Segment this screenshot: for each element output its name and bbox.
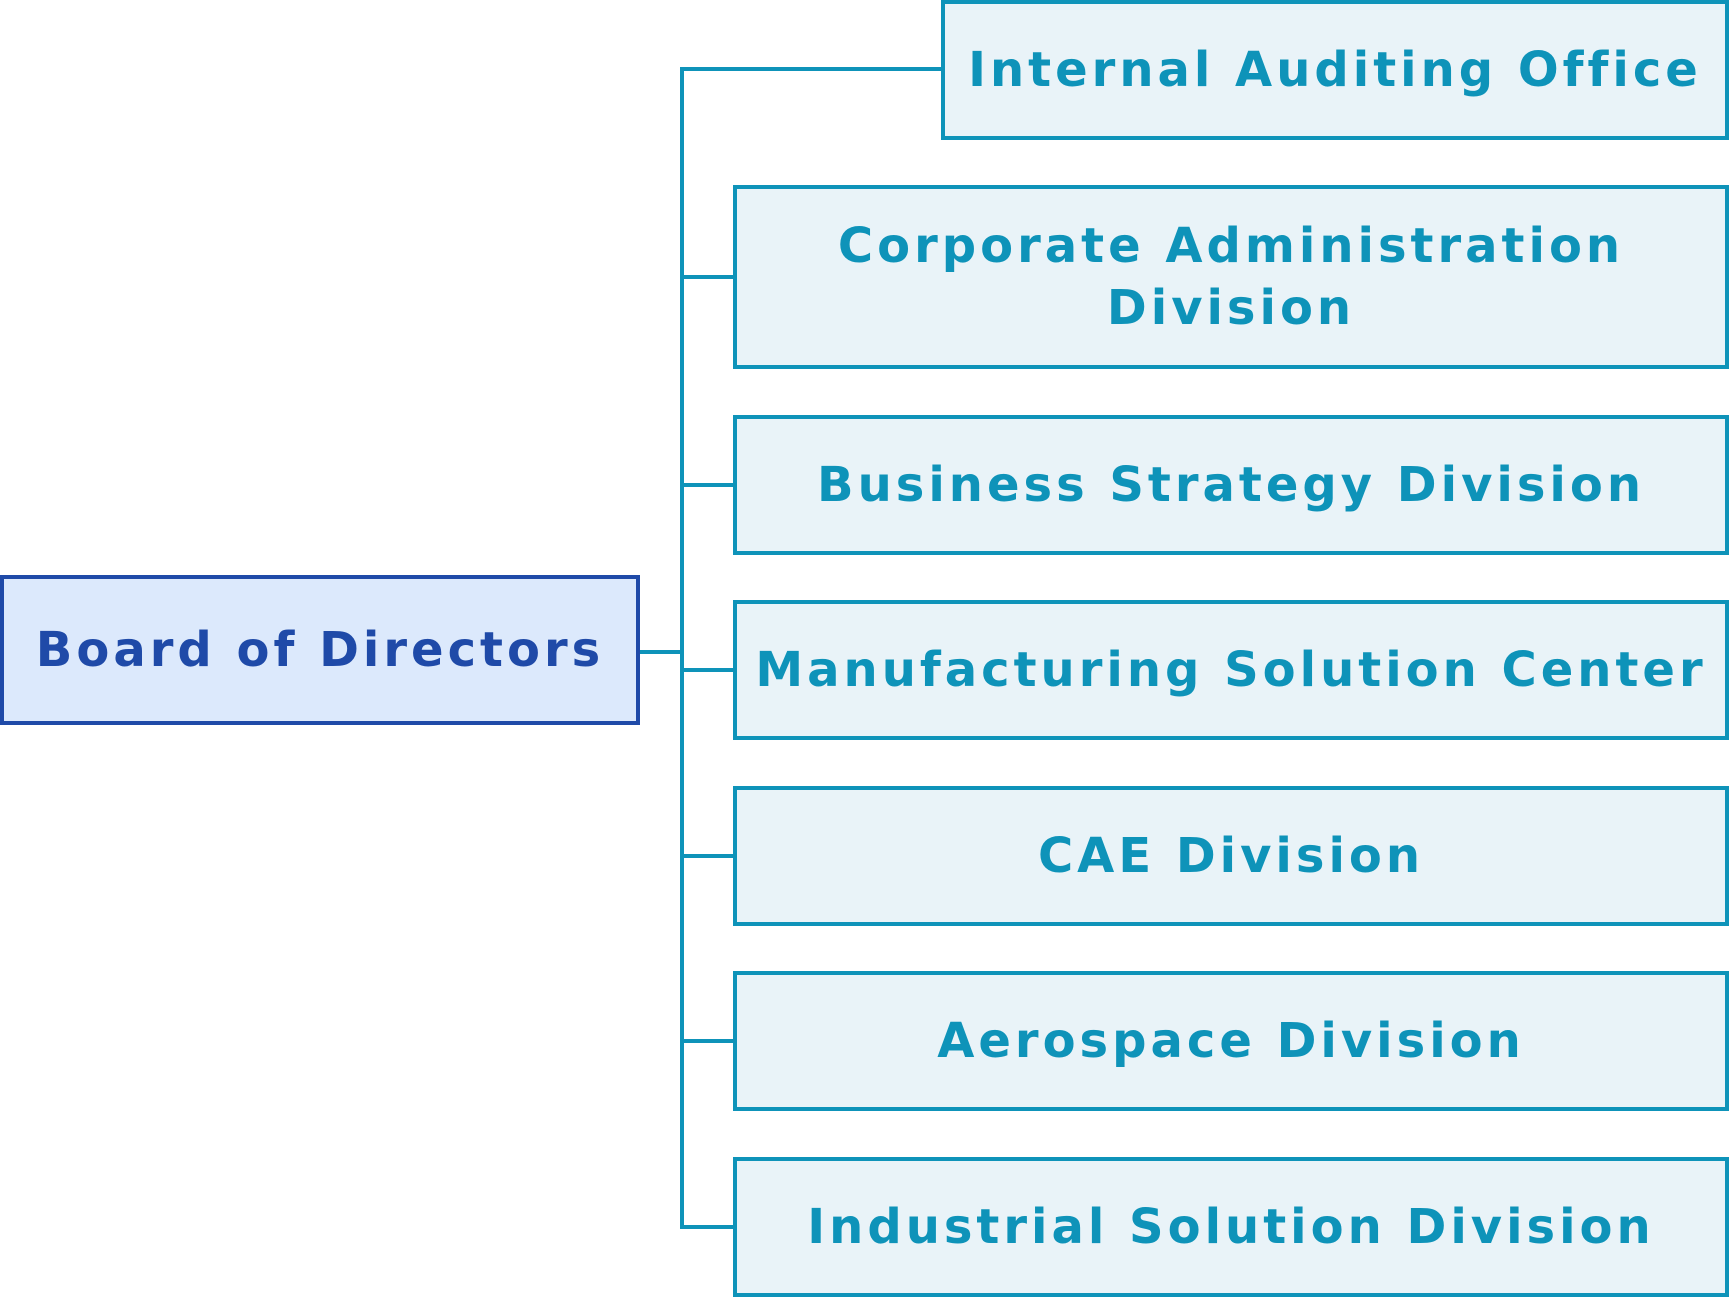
corporate-administration-division-box: Corporate Administration Division — [733, 185, 1729, 369]
manufacturing-solution-center-label: Manufacturing Solution Center — [755, 641, 1707, 698]
manufacturing-solution-center-box: Manufacturing Solution Center — [733, 600, 1729, 740]
corporate-administration-division-label: Corporate Administration Division — [837, 217, 1625, 336]
connector-branch-aerospace — [680, 1039, 736, 1043]
cae-division-label: CAE Division — [1037, 827, 1425, 884]
connector-trunk — [680, 67, 684, 1229]
business-strategy-division-box: Business Strategy Division — [733, 415, 1729, 555]
internal-auditing-office-label: Internal Auditing Office — [968, 41, 1702, 98]
connector-branch-corporate-administration — [680, 275, 736, 279]
industrial-solution-division-box: Industrial Solution Division — [733, 1157, 1729, 1297]
connector-branch-cae — [680, 854, 736, 858]
cae-division-box: CAE Division — [733, 786, 1729, 926]
connector-branch-internal-auditing — [680, 67, 944, 71]
industrial-solution-division-label: Industrial Solution Division — [807, 1198, 1655, 1255]
board-of-directors-label: Board of Directors — [35, 621, 605, 678]
board-of-directors-box: Board of Directors — [0, 575, 640, 725]
connector-root-to-trunk — [637, 650, 683, 654]
business-strategy-division-label: Business Strategy Division — [816, 456, 1645, 513]
connector-branch-industrial-solution — [680, 1225, 736, 1229]
internal-auditing-office-box: Internal Auditing Office — [941, 0, 1729, 140]
aerospace-division-label: Aerospace Division — [937, 1012, 1525, 1069]
connector-branch-manufacturing-solution — [680, 668, 736, 672]
connector-branch-business-strategy — [680, 483, 736, 487]
aerospace-division-box: Aerospace Division — [733, 971, 1729, 1111]
